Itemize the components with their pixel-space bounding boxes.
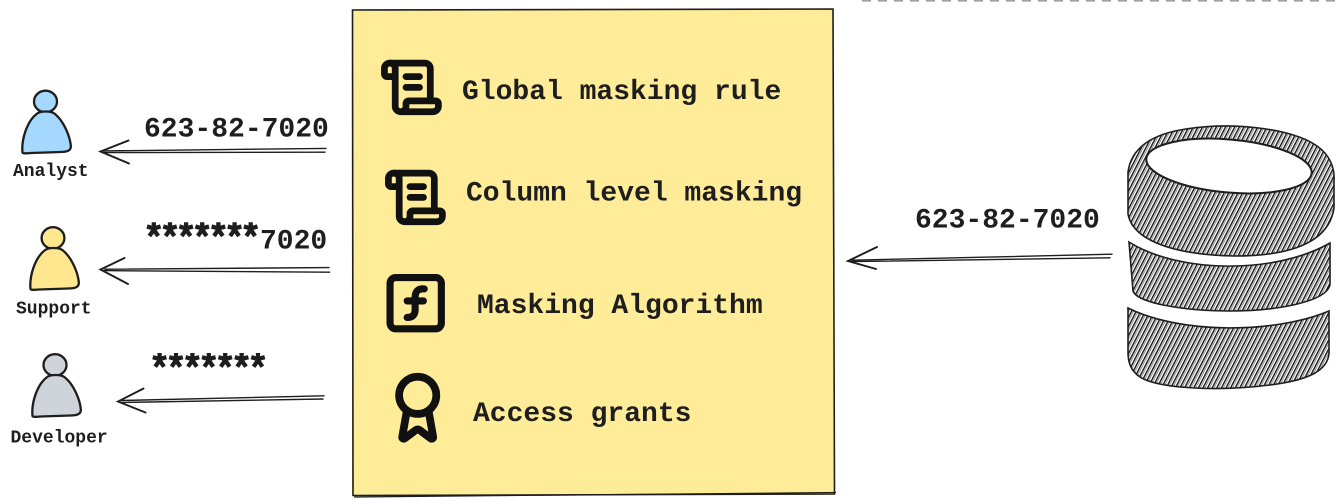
svg-text:Masking Algorithm: Masking Algorithm xyxy=(477,291,763,322)
svg-text:Support: Support xyxy=(16,300,92,320)
svg-text:623-82-7020: 623-82-7020 xyxy=(915,206,1100,237)
svg-text:7020: 7020 xyxy=(260,227,327,258)
svg-text:623-82-7020: 623-82-7020 xyxy=(144,115,329,146)
svg-text:Access grants: Access grants xyxy=(473,399,691,430)
svg-text:Developer: Developer xyxy=(11,429,108,449)
svg-text:Global masking rule: Global masking rule xyxy=(462,77,781,108)
svg-text:Analyst: Analyst xyxy=(13,162,89,182)
svg-text:Column level masking: Column level masking xyxy=(466,179,802,210)
